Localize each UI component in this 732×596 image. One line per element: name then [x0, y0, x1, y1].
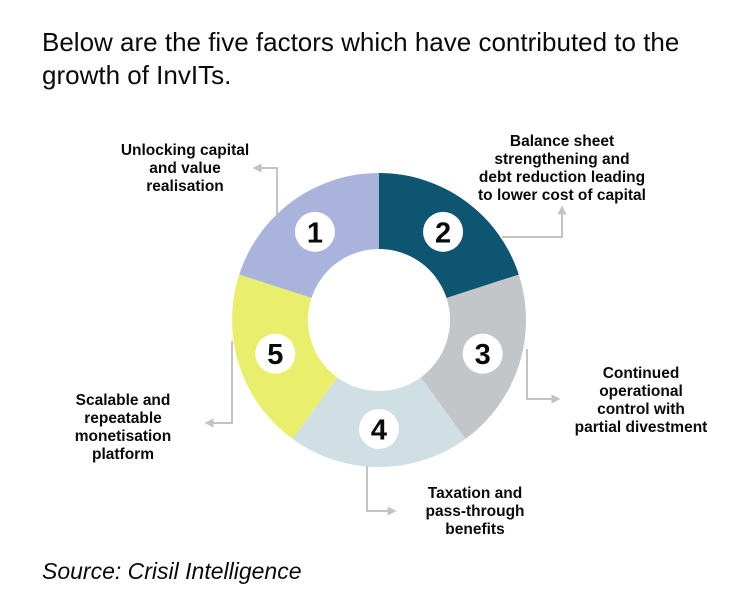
connector-arrow-3: [526, 349, 561, 404]
segment-number-badge-4: [359, 409, 399, 449]
segment-label-2: Balance sheet strengthening and debt red…: [478, 133, 646, 204]
segment-number-badges: 1 2 3 4 5: [255, 211, 503, 449]
segment-label-4: Taxation and pass-through benefits: [425, 485, 525, 538]
segment-number-badge-2: [423, 211, 464, 252]
segment-number-1: 1: [307, 217, 323, 249]
segment-number-4: 4: [371, 414, 387, 446]
segment-number-5: 5: [267, 339, 283, 371]
segment-number-3: 3: [475, 339, 491, 371]
source-note: Source: Crisil Intelligence: [42, 558, 302, 584]
connector-arrow-2: [502, 205, 567, 238]
connector-arrow-4: [366, 463, 397, 516]
connector-arrows: [204, 163, 567, 516]
page-title: Below are the five factors which have co…: [42, 27, 680, 90]
segment-number-badge-3: [462, 333, 503, 374]
segment-number-2: 2: [435, 217, 451, 249]
segment-number-badge-1: [294, 211, 335, 252]
connector-arrow-1: [252, 163, 278, 216]
segment-label-5: Scalable and repeatable monetisation pla…: [74, 392, 172, 463]
segment-label-3: Continued operational control with parti…: [574, 365, 708, 436]
segment-number-badge-5: [255, 333, 296, 374]
segment-label-1: Unlocking capital and value realisation: [120, 142, 250, 195]
connector-arrow-5: [204, 341, 233, 428]
